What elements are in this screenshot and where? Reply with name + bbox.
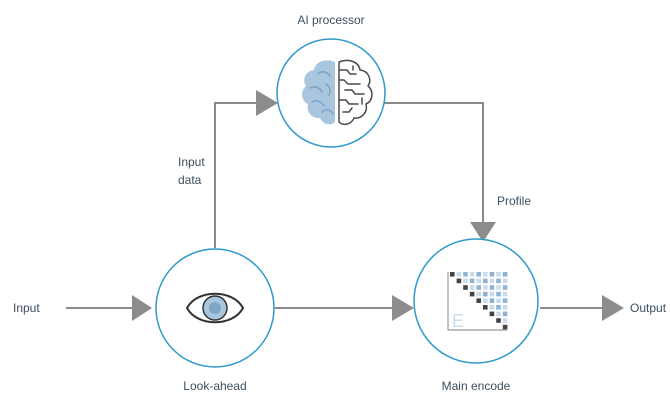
main-encode-label: Main encode <box>442 379 511 393</box>
matrix-cell <box>469 278 475 284</box>
matrix-cell <box>476 272 481 277</box>
matrix-cell <box>483 272 488 277</box>
brain-right-circuit <box>338 59 373 126</box>
matrix-cell <box>489 272 495 277</box>
ai-processor-label: AI processor <box>297 13 364 27</box>
matrix-cell <box>502 272 508 277</box>
matrix-cell <box>496 291 501 297</box>
input-label: Input <box>13 301 40 315</box>
input-data-line <box>214 102 258 248</box>
matrix-diagonal-cell <box>496 318 501 323</box>
main-encode-node: E <box>413 238 539 364</box>
eye-icon <box>185 292 245 324</box>
brain-icon <box>302 59 373 126</box>
matrix-cell <box>502 278 508 284</box>
matrix-cell <box>463 272 468 277</box>
matrix-cell <box>483 291 488 297</box>
matrix-cell <box>496 298 501 303</box>
matrix-cell <box>496 272 501 277</box>
profile-label: Profile <box>497 194 531 208</box>
output-arrowhead <box>602 295 624 321</box>
input-arrowhead <box>132 295 152 321</box>
encode-glyph: E <box>452 311 464 331</box>
main-encode-circle <box>413 238 539 364</box>
matrix-cell <box>469 285 475 290</box>
matrix-cell <box>496 285 501 290</box>
matrix-cell <box>502 298 508 303</box>
matrix-cell <box>496 305 501 310</box>
encode-matrix-icon: E <box>447 272 508 331</box>
matrix-cell <box>502 285 508 290</box>
matrix-cell <box>483 298 488 303</box>
matrix-cell <box>483 285 488 290</box>
matrix-cell <box>476 278 481 284</box>
matrix-cell <box>502 311 508 317</box>
matrix-cell <box>489 285 495 290</box>
matrix-cell <box>496 278 501 284</box>
eye-pupil <box>209 302 221 314</box>
matrix-diagonal-cell <box>450 272 455 277</box>
encode-arrowhead <box>392 295 414 321</box>
matrix-cell <box>476 285 481 290</box>
matrix-diagonal-cell <box>469 291 475 297</box>
brain-left-hemisphere <box>302 60 335 125</box>
output-label: Output <box>630 301 667 315</box>
arrowheads <box>132 90 624 321</box>
matrix-diagonal-cell <box>476 298 481 303</box>
matrix-cell <box>476 291 481 297</box>
connectors <box>66 102 604 309</box>
matrix-diagonal-cell <box>463 285 468 290</box>
matrix-diagonal-cell <box>489 311 495 317</box>
profile-arrowhead <box>470 222 496 242</box>
matrix-staircase <box>447 272 507 331</box>
matrix-cell <box>502 305 508 310</box>
matrix-cell <box>502 291 508 297</box>
matrix-diagonal-cell <box>483 305 488 310</box>
matrix-cell <box>502 318 508 323</box>
matrix-cell <box>496 311 501 317</box>
matrix-cell <box>456 272 462 277</box>
input-data-label-line1: Input <box>178 155 205 169</box>
matrix-diagonal-cell <box>456 278 462 284</box>
matrix-cell <box>489 298 495 303</box>
look-ahead-node <box>155 248 275 368</box>
matrix-diagonal-cell <box>502 324 508 330</box>
labels: AI processor Input data Profile Input Ou… <box>13 13 667 393</box>
matrix-cell <box>483 278 488 284</box>
matrix-cell <box>463 278 468 284</box>
matrix-cell <box>489 305 495 310</box>
look-ahead-label: Look-ahead <box>183 379 246 393</box>
matrix-cell <box>469 272 475 277</box>
input-data-label-line2: data <box>178 173 202 187</box>
ai-processor-arrowhead <box>256 90 278 116</box>
profile-line <box>380 102 484 223</box>
matrix-cell <box>489 278 495 284</box>
matrix-cells <box>450 272 508 330</box>
ai-processor-node <box>276 38 386 148</box>
matrix-cell <box>489 291 495 297</box>
